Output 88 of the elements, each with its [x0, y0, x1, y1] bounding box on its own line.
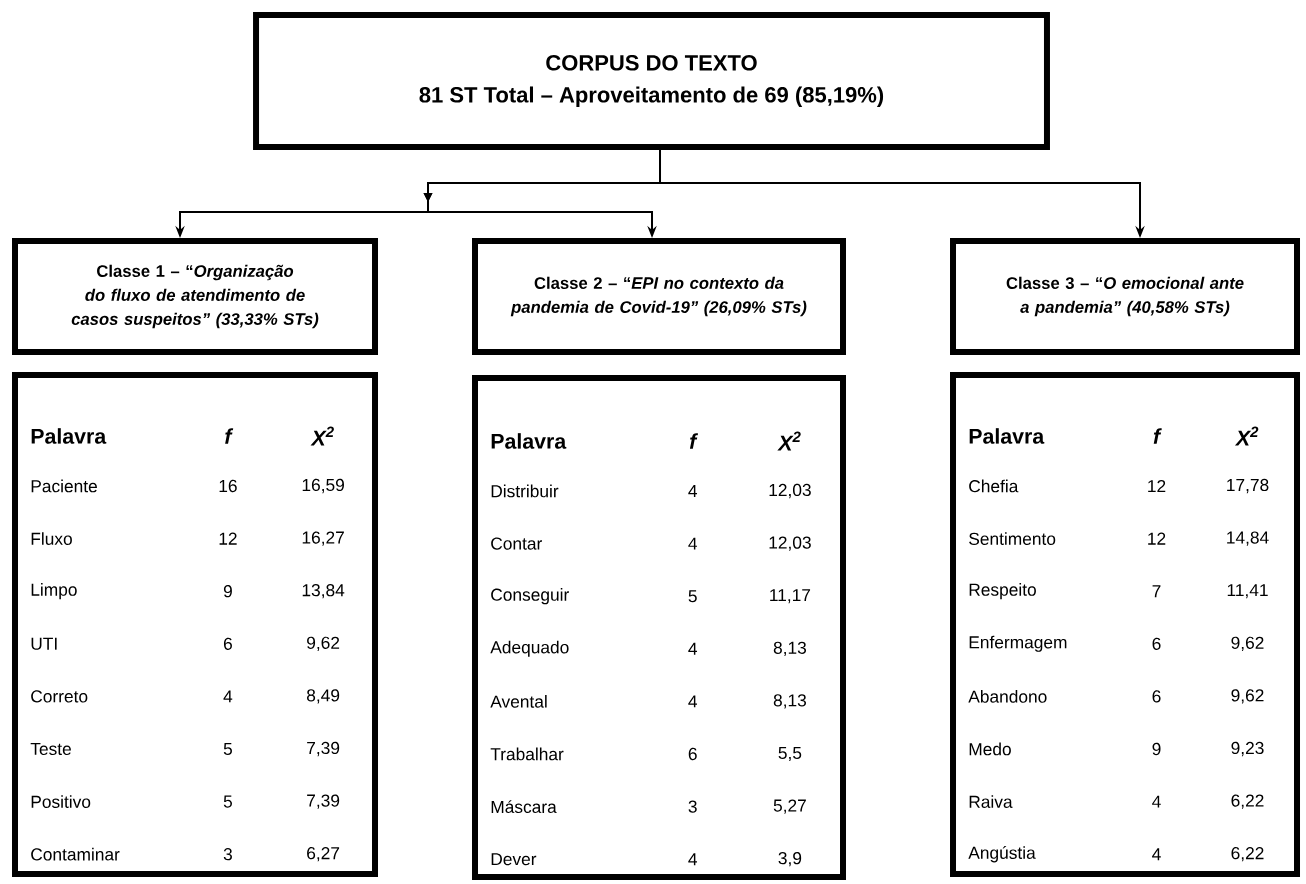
chi-square-value: 16,27 — [302, 531, 344, 546]
frequency-value: 12 — [219, 532, 237, 545]
column-header: f — [225, 428, 234, 444]
frequency-value: 12 — [1148, 532, 1166, 545]
word: Correto — [31, 690, 88, 703]
frequency-value: 5 — [223, 742, 232, 756]
chi-square-value: 9,23 — [1231, 741, 1264, 757]
word: Raiva — [969, 795, 1013, 808]
word: Trabalhar — [490, 747, 564, 761]
column-header: f — [1153, 428, 1162, 444]
word: Medo — [969, 742, 1011, 756]
word: Distribuir — [491, 484, 559, 498]
frequency-value: 7 — [1152, 585, 1161, 598]
chi-square-value: 8,49 — [307, 689, 340, 704]
frequency-value: 4 — [688, 642, 698, 655]
frequency-value: 6 — [1152, 690, 1161, 703]
column-header: X$^{2}$ — [1234, 426, 1259, 446]
chi-square-value: 7,39 — [307, 794, 340, 809]
chi-square-value: 9,62 — [1231, 636, 1264, 651]
title-box: CORPUS DO TEXTO 81 ST Total – Aproveitamento de 69 (85,19%) — [253, 12, 1050, 150]
word: Contar — [491, 537, 542, 550]
column-header: Palavra — [969, 428, 1045, 444]
chi-square-value: 11,17 — [770, 589, 811, 604]
frequency-value: 4 — [223, 690, 233, 703]
word: Limpo — [31, 583, 77, 600]
word: Conseguir — [491, 588, 569, 605]
frequency-value: 4 — [688, 537, 698, 550]
frequency-value: 5 — [688, 590, 697, 603]
class-box: Classe 1 – “Organização do fluxo de atendimento de casos suspeitos” (33,33% STs) — [12, 238, 378, 355]
frequency-value: 12 — [1148, 479, 1166, 493]
chi-square-value: 3,9 — [778, 852, 802, 867]
chi-square-value: 16,59 — [302, 478, 344, 494]
frequency-value: 6 — [1152, 637, 1161, 650]
word: Respeito — [969, 583, 1036, 600]
column-header: X$^{2}$ — [777, 431, 801, 451]
word: Contaminar — [31, 847, 120, 861]
word: Máscara — [491, 800, 557, 814]
frequency-value: 5 — [223, 795, 232, 808]
word: Fluxo — [31, 532, 72, 545]
word: Teste — [30, 742, 71, 756]
chi-square-value: 14,84 — [1227, 531, 1269, 546]
frequency-value: 4 — [1152, 795, 1161, 808]
chi-square-value: 6,22 — [1231, 794, 1264, 809]
chi-square-value: 12,03 — [769, 483, 811, 499]
chi-square-value: 9,62 — [1231, 689, 1264, 704]
frequency-value: 9 — [1152, 742, 1161, 756]
frequency-value: 3 — [223, 848, 232, 861]
chi-square-value: 13,84 — [302, 584, 345, 599]
word: UTI — [31, 637, 57, 650]
chi-square-value: 11,41 — [1227, 584, 1268, 599]
class-box: Classe 3 – “O emocional ante a pandemia” (40,58% STs) — [950, 238, 1300, 355]
word: Dever — [491, 853, 537, 866]
chi-square-value: 12,03 — [769, 536, 811, 551]
word: Positivo — [31, 795, 91, 808]
word-table — [950, 372, 1300, 877]
word: Avental — [490, 695, 547, 708]
chi-square-value: 8,13 — [773, 641, 806, 656]
word: Sentimento — [969, 532, 1056, 545]
frequency-value: 16 — [219, 479, 237, 493]
word: Adequado — [490, 640, 569, 657]
frequency-value: 9 — [223, 585, 232, 598]
word: Enfermagem — [969, 635, 1067, 652]
chi-square-value: 9,62 — [307, 636, 340, 651]
chi-square-value: 6,27 — [307, 847, 340, 862]
frequency-value: 4 — [1152, 848, 1161, 861]
frequency-value: 3 — [688, 800, 697, 813]
frequency-value: 6 — [223, 637, 232, 650]
word: Chefia — [969, 479, 1019, 493]
class-box: Classe 2 – “EPI no contexto da pandemia de Covid-19” (26,09% STs) — [472, 238, 846, 355]
chi-square-value: 5,5 — [778, 746, 802, 762]
frequency-value: 4 — [688, 485, 698, 497]
word-table — [472, 375, 846, 880]
column-header: f — [689, 433, 699, 449]
frequency-value: 6 — [688, 747, 697, 761]
frequency-value: 4 — [688, 695, 698, 708]
column-header: Palavra — [491, 433, 567, 449]
chi-square-value: 6,22 — [1231, 847, 1264, 862]
chi-square-value: 7,39 — [307, 741, 340, 757]
chi-square-value: 8,13 — [773, 694, 806, 709]
chi-square-value: 5,27 — [773, 799, 806, 814]
word-table — [12, 372, 378, 877]
column-header: Palavra — [31, 428, 107, 444]
column-header: X$^{2}$ — [310, 426, 334, 446]
word: Angústia — [968, 846, 1036, 863]
frequency-value: 4 — [688, 853, 698, 866]
word: Paciente — [31, 479, 97, 493]
word: Abandono — [968, 690, 1047, 703]
chi-square-value: 17,78 — [1227, 478, 1269, 494]
